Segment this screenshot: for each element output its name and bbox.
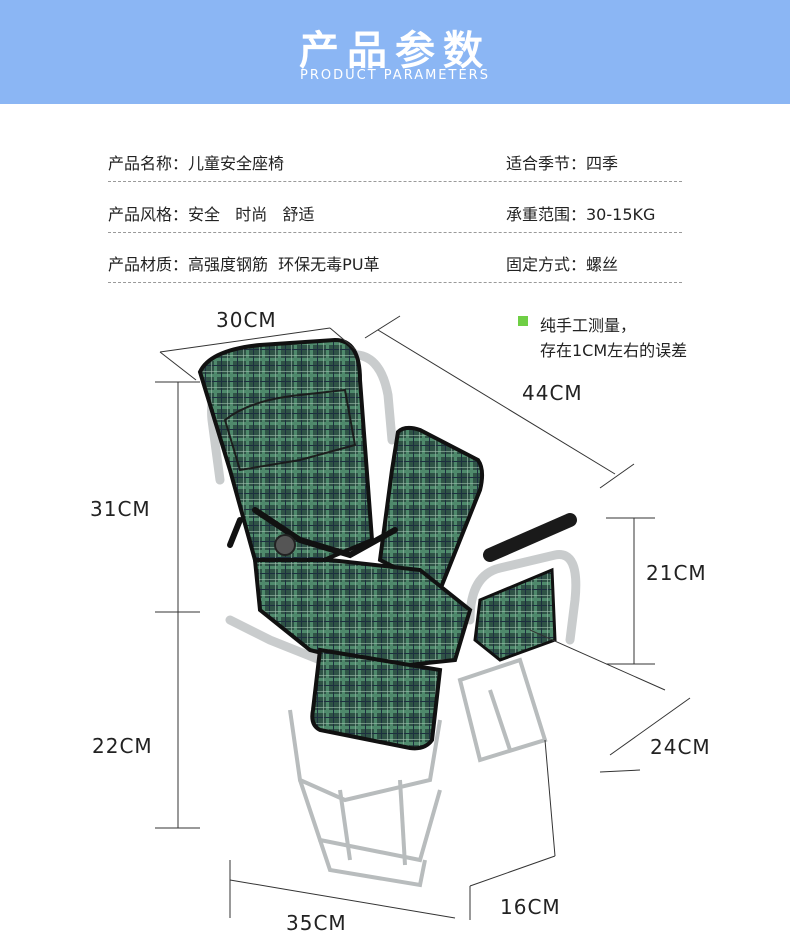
strap-buckle (274, 534, 296, 556)
param-style: 产品风格：安全 时尚 舒适 (108, 205, 315, 224)
dim-top-width: 30CM (216, 308, 277, 332)
page-title: 产品参数 (299, 28, 491, 74)
param-season: 适合季节：四季 (506, 154, 619, 173)
grip-handle (483, 513, 577, 562)
safety-strap (227, 507, 398, 559)
header-banner: 产品参数 PRODUCT PARAMETERS (0, 0, 790, 104)
note-bullet-icon (518, 316, 528, 326)
dim-armrest-height: 21CM (646, 561, 707, 585)
leg-flap (310, 647, 443, 751)
foot-basket (288, 657, 548, 888)
dim-depth: 44CM (522, 381, 583, 405)
param-fixing: 固定方式：螺丝 (506, 255, 619, 274)
seat-cushion (252, 558, 473, 671)
headrest-pad (223, 388, 357, 472)
divider (108, 181, 682, 182)
dim-foot-width: 16CM (500, 895, 561, 919)
note-line-2: 存在1CM左右的误差 (540, 341, 688, 360)
side-pad (473, 567, 557, 662)
divider (108, 232, 682, 233)
dim-lower-height: 22CM (92, 734, 153, 758)
dim-seat-depth: 24CM (650, 735, 711, 759)
param-load-range: 承重范围：30-15KG (506, 205, 656, 224)
divider (108, 282, 682, 283)
param-material: 产品材质：高强度钢筋 环保无毒PU革 (108, 255, 380, 274)
armrest-cushion (377, 425, 485, 593)
note-line-1: 纯手工测量， (540, 316, 637, 335)
param-product-name: 产品名称：儿童安全座椅 (108, 154, 285, 173)
page-subtitle: PRODUCT PARAMETERS (300, 68, 490, 83)
dim-base-width: 35CM (286, 911, 347, 935)
dim-back-height: 31CM (90, 497, 151, 521)
dimension-lines (155, 315, 691, 920)
